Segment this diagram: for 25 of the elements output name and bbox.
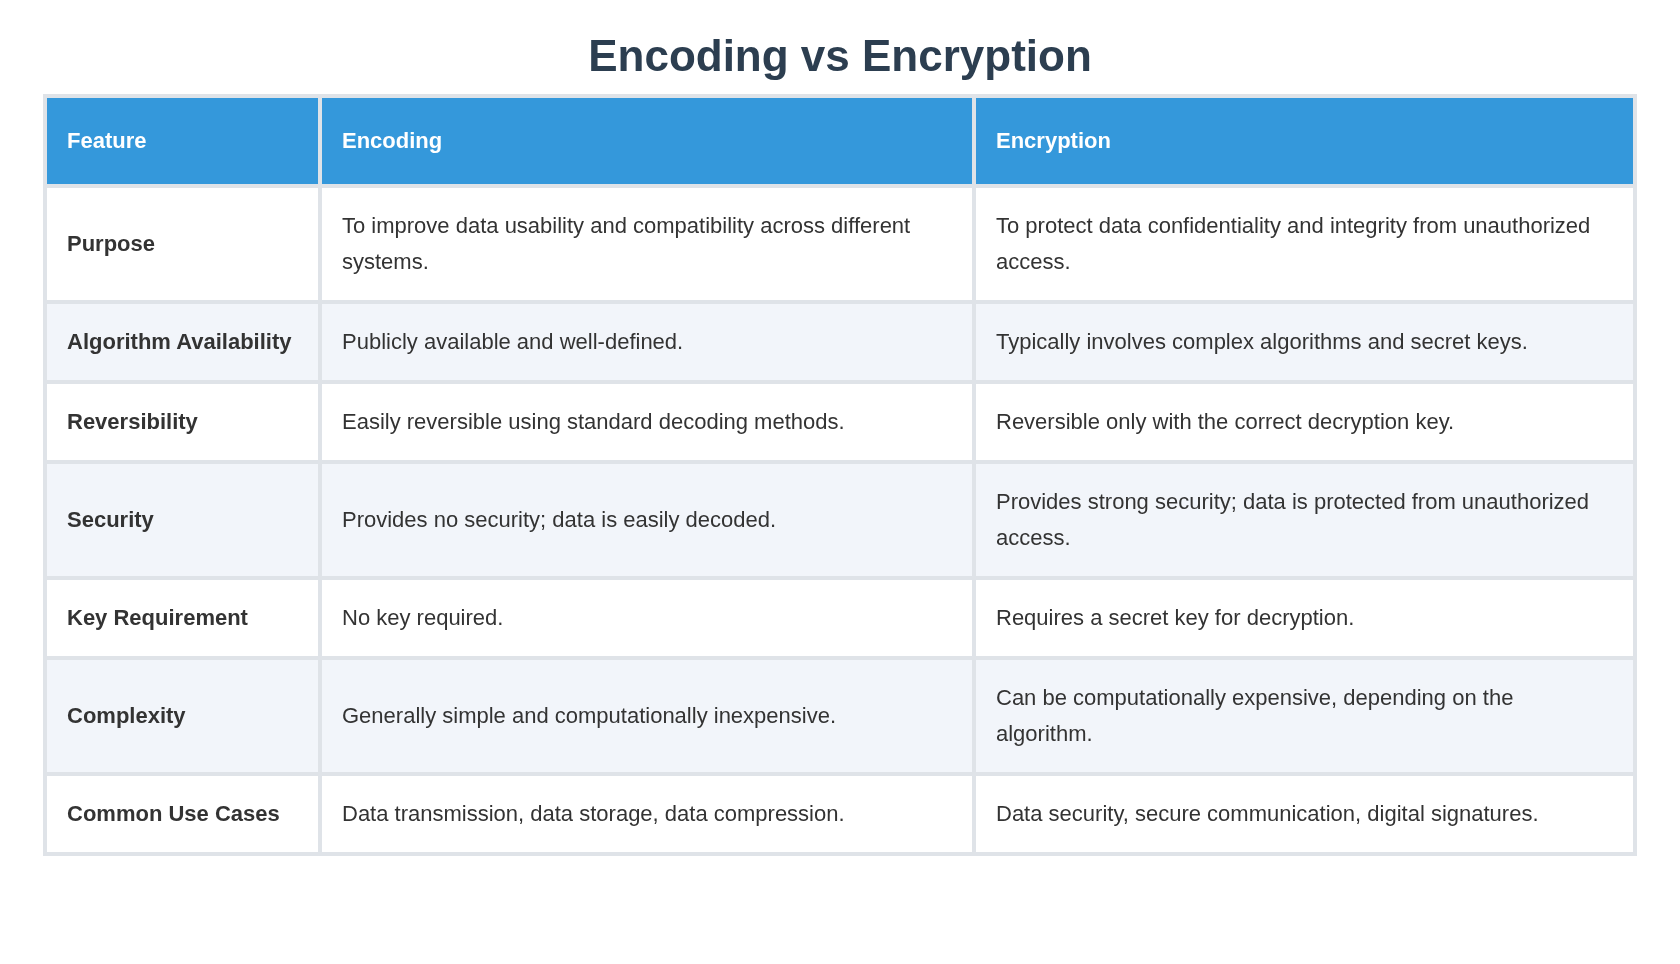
table-cell: Requires a secret key for decryption.	[974, 578, 1635, 658]
table-cell: Reversibility	[45, 382, 320, 462]
header-cell: Feature	[45, 96, 320, 186]
title: Encoding vs Encryption	[587, 30, 1093, 82]
table-cell: Purpose	[45, 186, 320, 302]
table-cell: Data transmission, data storage, data compression.	[320, 774, 974, 854]
table-cell: Easily reversible using standard decoding methods.	[320, 382, 974, 462]
table-cell: Provides strong security; data is protected from unauthorized access.	[974, 462, 1635, 578]
table-cell: Common Use Cases	[45, 774, 320, 854]
table-cell: Reversible only with the correct decryption key.	[974, 382, 1635, 462]
table-cell: Can be computationally expensive, depending on the algorithm.	[974, 658, 1635, 774]
table-cell: Algorithm Availability	[45, 302, 320, 382]
table-cell: Key Requirement	[45, 578, 320, 658]
header-cell: Encoding	[320, 96, 974, 186]
table-cell: Generally simple and computationally inexpensive.	[320, 658, 974, 774]
table-cell: Typically involves complex algorithms and secret keys.	[974, 302, 1635, 382]
table-cell: To improve data usability and compatibility across different systems.	[320, 186, 974, 302]
table-cell: To protect data confidentiality and integrity from unauthorized access.	[974, 186, 1635, 302]
table-cell: Security	[45, 462, 320, 578]
table-cell: Provides no security; data is easily decoded.	[320, 462, 974, 578]
table-cell: Complexity	[45, 658, 320, 774]
table-cell: Data security, secure communication, digital signatures.	[974, 774, 1635, 854]
header-cell: Encryption	[974, 96, 1635, 186]
table-cell: Publicly available and well-defined.	[320, 302, 974, 382]
table-cell: No key required.	[320, 578, 974, 658]
